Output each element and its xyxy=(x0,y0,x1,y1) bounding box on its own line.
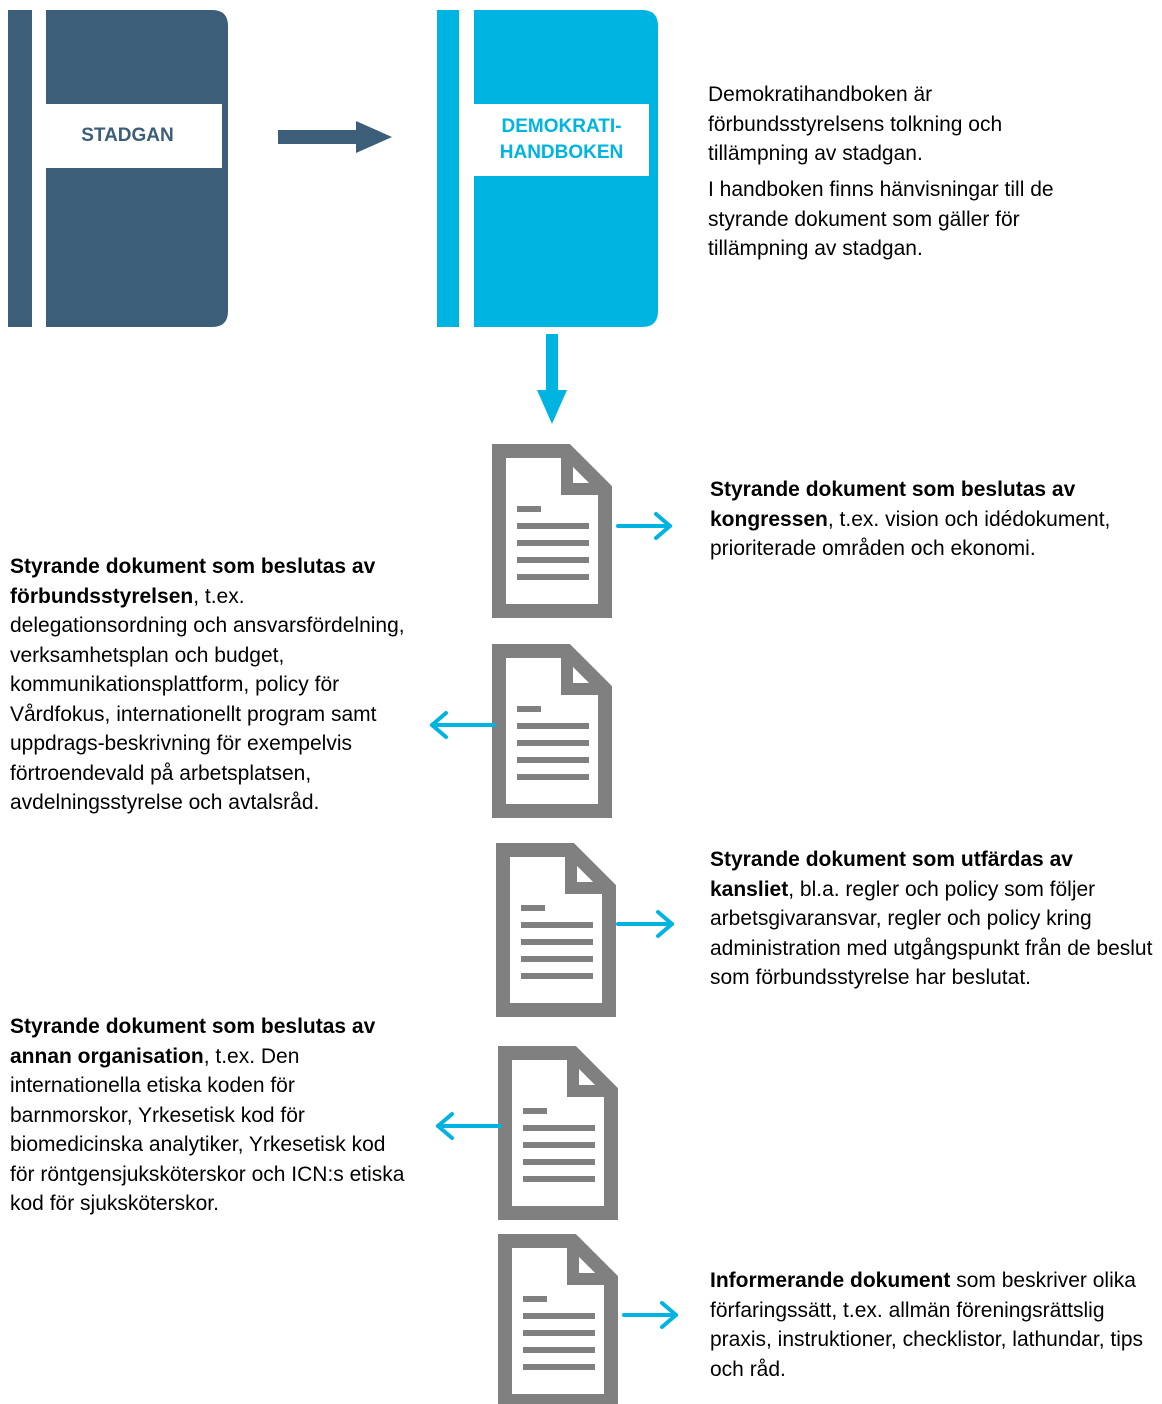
arrow-right-blue xyxy=(616,512,672,540)
intro-paragraph-2: I handboken finns hänvisningar till de s… xyxy=(708,178,1054,260)
doc-desc-bold: Styrande dokument som beslutas av annan … xyxy=(10,1015,376,1068)
doc-desc-rest: som beskriver olika förfaringssätt, t.ex… xyxy=(710,1269,1144,1381)
doc-desc-annan-organisation: Styrande dokument som beslutas av annan … xyxy=(10,1012,410,1219)
handbook-label-line-2: HANDBOKEN xyxy=(499,142,624,163)
arrow-left-blue xyxy=(430,711,496,739)
intro-paragraph-1: Demokratihandboken är förbundsstyrelsens… xyxy=(708,83,1003,165)
document-icon xyxy=(503,850,609,1010)
document-icon xyxy=(505,1241,611,1401)
doc-desc-bold: Styrande dokument som utfärdas av kansli… xyxy=(710,848,1073,901)
doc-desc-informerande: Informerande dokument som beskriver olik… xyxy=(710,1266,1155,1384)
doc-desc-rest: , bl.a. regler och policy som följer arb… xyxy=(710,877,1153,990)
document-icon xyxy=(499,451,605,611)
stadgan-book xyxy=(8,10,228,327)
stadgan-label: STADGAN xyxy=(33,104,222,168)
doc-desc-forbundsstyrelsen: Styrande dokument som beslutas av förbun… xyxy=(10,552,410,818)
handbook-label-line-1: DEMOKRATI- xyxy=(501,116,622,137)
arrow-right-dark xyxy=(278,121,392,153)
doc-desc-kansliet: Styrande dokument som utfärdas av kansli… xyxy=(710,845,1155,993)
doc-desc-rest: , t.ex. Den internationella etiska koden… xyxy=(10,1044,405,1216)
arrow-left-blue xyxy=(436,1112,502,1140)
doc-desc-bold: Styrande dokument som beslutas av kongre… xyxy=(710,478,1076,531)
handbook-label: DEMOKRATI- HANDBOKEN xyxy=(474,104,649,176)
arrow-down-blue xyxy=(537,334,567,424)
doc-desc-rest: , t.ex. delegationsordning och ansvarsfö… xyxy=(10,584,405,815)
arrow-right-blue xyxy=(616,910,674,938)
doc-desc-bold: Styrande dokument som beslutas av förbun… xyxy=(10,555,376,608)
document-icon xyxy=(499,651,605,811)
doc-desc-rest: , t.ex. vision och idédokument, priorite… xyxy=(710,507,1111,561)
doc-desc-kongressen: Styrande dokument som beslutas av kongre… xyxy=(710,475,1150,564)
doc-desc-bold: Informerande dokument xyxy=(710,1269,951,1292)
arrow-right-blue xyxy=(622,1301,678,1329)
document-icon xyxy=(505,1053,611,1213)
